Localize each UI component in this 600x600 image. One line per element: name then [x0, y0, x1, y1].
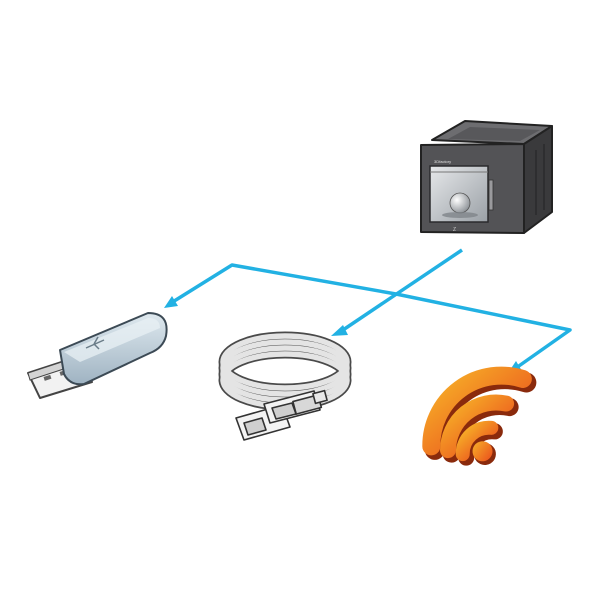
- printer-badge-label: Z: [453, 227, 456, 233]
- wifi-icon: [422, 366, 537, 466]
- arrow-printer-to-cable: [339, 248, 463, 334]
- arrowhead-usb-drive: [164, 296, 178, 308]
- connection-arrows: [164, 248, 572, 373]
- usb-flash-drive-icon: [27, 312, 168, 399]
- usb-cable-icon: [218, 331, 352, 441]
- arrow-to-usb-drive: [170, 263, 397, 305]
- arrow-to-wifi: [395, 292, 572, 370]
- printer-brand-label: 3Dfactory: [434, 159, 451, 164]
- 3d-printer-icon: 3Dfactory Z: [420, 120, 553, 234]
- arrowhead-cable: [331, 325, 348, 336]
